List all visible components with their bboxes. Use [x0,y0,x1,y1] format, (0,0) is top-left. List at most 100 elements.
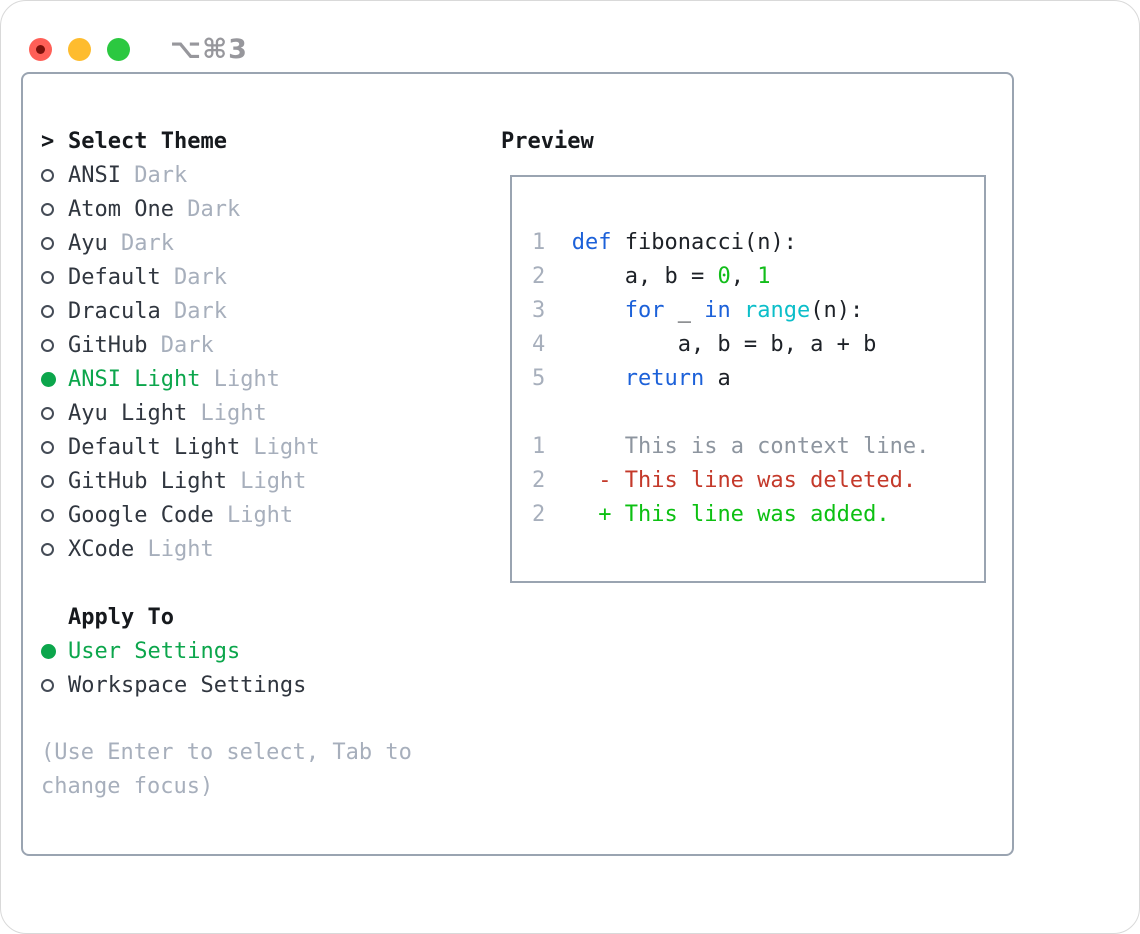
code-segment-kw: return [624,366,705,391]
radio-icon [41,474,54,488]
close-button[interactable] [29,38,52,61]
code-segment-plain: _ [664,298,705,323]
theme-option-name: Dracula [68,298,161,324]
apply-to-option[interactable]: User Settings [41,634,501,668]
theme-option[interactable]: ANSI Dark [41,158,501,192]
theme-option[interactable]: GitHub Dark [41,328,501,362]
theme-option[interactable]: GitHub Light Light [41,464,501,498]
code-segment-kw: def [571,230,612,255]
radio-icon [41,270,54,284]
theme-option-variant: Dark [107,230,174,256]
theme-option-name: Default Light [68,434,241,460]
apply-to-option-label: User Settings [68,638,241,664]
apply-to-option[interactable]: Workspace Settings [41,668,501,702]
theme-option-variant: Dark [173,196,241,222]
titlebar: ⌥⌘3 [1,1,1139,72]
close-button-dot-icon [36,45,45,54]
theme-option-name: Default [68,264,161,290]
keyboard-shortcut-label: ⌥⌘3 [170,34,248,65]
radio-icon [41,406,54,420]
theme-option-name: Google Code [68,502,214,528]
radio-icon [41,338,54,352]
theme-option[interactable]: XCode Light [41,532,501,566]
code-segment-add: + This line was added. [598,502,890,527]
radio-icon [41,304,54,318]
apply-to-header: Apply To [41,600,501,634]
code-segment-ctx: This is a context line. [624,434,930,459]
radio-icon [41,202,54,216]
code-segment-plain: , [730,264,758,289]
code-segment-num: 4 [532,332,546,357]
code-segment-num: 3 [532,298,546,323]
code-segment-num: 5 [532,366,546,391]
radio-icon [41,508,54,522]
code-segment-plain [545,434,624,459]
preview-header-label: Preview [501,128,594,154]
help-text-line: change focus) [41,774,214,799]
apply-to-option-label: Workspace Settings [68,672,307,698]
preview-column: Preview 1 def fibonacci(n): 2 a, b = 0, … [501,124,986,854]
code-segment-num: 1 [532,230,546,255]
theme-option-name: XCode [68,536,135,562]
code-segment-num: 2 [532,264,546,289]
radio-selected-icon [41,371,56,387]
code-segment-lit: 1 [757,264,771,289]
radio-icon [41,678,54,692]
radio-selected-icon [41,643,56,659]
code-segment-kw: in [704,298,731,323]
minimize-button[interactable] [68,38,91,61]
spacer [41,566,501,600]
select-theme-header: > Select Theme [41,124,501,158]
preview-pane: 1 def fibonacci(n): 2 a, b = 0, 1 3 for … [510,175,986,583]
code-segment-plain [545,230,572,255]
theme-option-variant: Dark [160,298,227,324]
theme-option[interactable]: ANSI Light Light [41,362,501,396]
code-segment-num: 1 [532,434,546,459]
code-segment-num: 2 [532,468,546,493]
theme-option-variant: Light [134,536,214,562]
spacer [41,702,501,736]
code-segment-plain: a, b = b, a + b [545,332,877,357]
zoom-button[interactable] [107,38,130,61]
theme-option-name: GitHub Light [68,468,227,494]
theme-option-variant: Dark [147,332,214,358]
theme-option-variant: Light [200,366,280,392]
theme-option[interactable]: Ayu Light Light [41,396,501,430]
code-segment-del: - This line was deleted. [598,468,917,493]
theme-option-variant: Dark [160,264,227,290]
code-segment-num: 2 [532,502,546,527]
apply-to-header-label: Apply To [68,604,174,630]
theme-option-variant: Light [187,400,267,426]
code-segment-plain [545,468,598,493]
radio-icon [41,168,54,182]
theme-option[interactable]: Ayu Dark [41,226,501,260]
radio-icon [41,236,54,250]
theme-option[interactable]: Default Dark [41,260,501,294]
code-segment-kw: for [624,298,665,323]
code-segment-lit: 0 [717,264,731,289]
code-segment-plain: a, b = [545,264,718,289]
code-segment-plain [731,298,744,323]
theme-option[interactable]: Atom One Dark [41,192,501,226]
theme-option-variant: Light [240,434,320,460]
theme-option-variant: Light [213,502,294,528]
theme-option-variant: Light [226,468,307,494]
code-segment-plain: a [704,366,731,391]
theme-option[interactable]: Dracula Dark [41,294,501,328]
code-segment-plain [545,502,598,527]
theme-option-name: Atom One [68,196,174,222]
code-segment-plain [545,298,624,323]
theme-option-name: Ayu Light [68,400,188,426]
theme-option[interactable]: Default Light Light [41,430,501,464]
theme-option[interactable]: Google Code Light [41,498,501,532]
theme-option-name: ANSI [68,162,121,188]
code-segment-plain [545,366,624,391]
theme-option-name: GitHub [68,332,148,358]
code-segment-plain: (n): [810,298,864,323]
code-segment-fn: range [743,298,811,323]
